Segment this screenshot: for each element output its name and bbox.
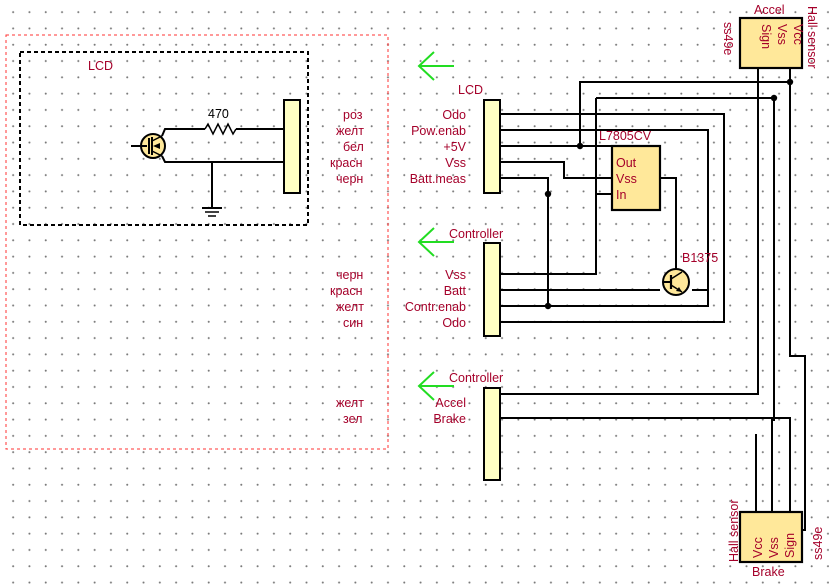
regulator-name: L7805CV: [599, 129, 652, 143]
lcd-pin-label: Odo: [442, 108, 466, 122]
accel-pin-label: Sign: [759, 24, 773, 49]
wire-reg-vss: [660, 177, 677, 274]
brake-pin-label: Vss: [767, 537, 781, 558]
wire-brake-sign: [500, 417, 791, 530]
lcd-wire-color: желт: [336, 124, 364, 138]
transistor-symbol: [662, 268, 690, 296]
controller1-wire-color: син: [343, 316, 363, 330]
lcd-wire-color: роз: [343, 108, 363, 122]
controller2-wire-color: зел: [343, 412, 362, 426]
wire-reg-in: [500, 193, 612, 275]
regulator-pin-label: Vss: [616, 172, 637, 186]
controller1-wire-color: черн: [336, 268, 363, 282]
junction-dots: [544, 78, 794, 310]
controller2-pin-label: Accel: [435, 396, 466, 410]
accel-side-label: Hall sensor: [805, 6, 819, 69]
lcd-connector-title: LCD: [458, 83, 483, 97]
regulator-pin-label: In: [616, 188, 626, 202]
brake-part-label: ss49e: [811, 527, 825, 560]
wire-batt-meas: [500, 177, 549, 306]
regulator-pin-label: Out: [616, 156, 637, 170]
controller1-pin-label: Contr.enab: [405, 300, 466, 314]
wire-accel-vss: [596, 97, 775, 530]
lcd-pin-label: +5V: [443, 140, 466, 154]
arrow-left-icon: [417, 371, 454, 401]
lcd-inner-frame: [19, 51, 309, 226]
mosfet-source-wire: [161, 155, 284, 163]
controller2-connector: [483, 387, 501, 481]
lcd-pin-label: Batt.meas: [410, 172, 466, 186]
resistor-symbol: [204, 122, 237, 136]
lcd-outer-frame: [5, 34, 389, 450]
controller1-title: Controller: [449, 227, 503, 241]
accel-pin-label: Vss: [775, 24, 789, 45]
lcd-area-connector: [283, 99, 301, 194]
wire-accel-sign: [500, 68, 759, 395]
lcd-wire-color: бел: [343, 140, 364, 154]
brake-hall-sensor: [738, 510, 804, 564]
accel-part-label: ss49e: [721, 22, 735, 55]
accel-hall-sensor: [738, 16, 804, 70]
wiring: [500, 68, 806, 531]
mosfet-drain-wire: [161, 128, 205, 137]
ground-icon: [202, 207, 222, 217]
accel-pin-label: Vcc: [791, 24, 805, 45]
lcd-area-title: LCD: [88, 59, 113, 73]
wire-5v: [500, 81, 806, 531]
resistor-value: 470: [208, 107, 229, 121]
mosfet-symbol: [131, 133, 166, 159]
lcd-wire-color: черн: [336, 172, 363, 186]
controller2-wire-color: желт: [336, 396, 364, 410]
wire-vss: [500, 161, 612, 179]
lcd-pin-label: Pow.enab: [411, 124, 466, 138]
lcd-pin-label: Vss: [445, 156, 466, 170]
arrow-left-icon: [417, 51, 454, 81]
wire-odo: [500, 113, 725, 323]
controller1-pin-label: Batt: [444, 284, 467, 298]
transistor-name: B1375: [682, 251, 718, 265]
controller1-connector: [483, 242, 501, 337]
controller1-wire-color: желт: [336, 300, 364, 314]
wire-pow-enab: [500, 129, 709, 307]
regulator: [610, 144, 662, 212]
controller2-pin-label: Brake: [433, 412, 466, 426]
brake-pin-label: Vcc: [751, 537, 765, 558]
lcd-wire-color: красн: [330, 156, 363, 170]
controller1-pin-label: Odo: [442, 316, 466, 330]
brake-label: Brake: [752, 565, 785, 579]
arrow-left-icon: [417, 227, 454, 257]
lcd-connector: [483, 99, 501, 194]
brake-side-label: Hall sensor: [727, 499, 741, 562]
brake-pin-label: Sign: [783, 533, 797, 558]
controller2-title: Controller: [449, 371, 503, 385]
controller1-wire-color: красн: [330, 284, 363, 298]
accel-label: Accel: [754, 3, 785, 17]
controller1-pin-label: Vss: [445, 268, 466, 282]
